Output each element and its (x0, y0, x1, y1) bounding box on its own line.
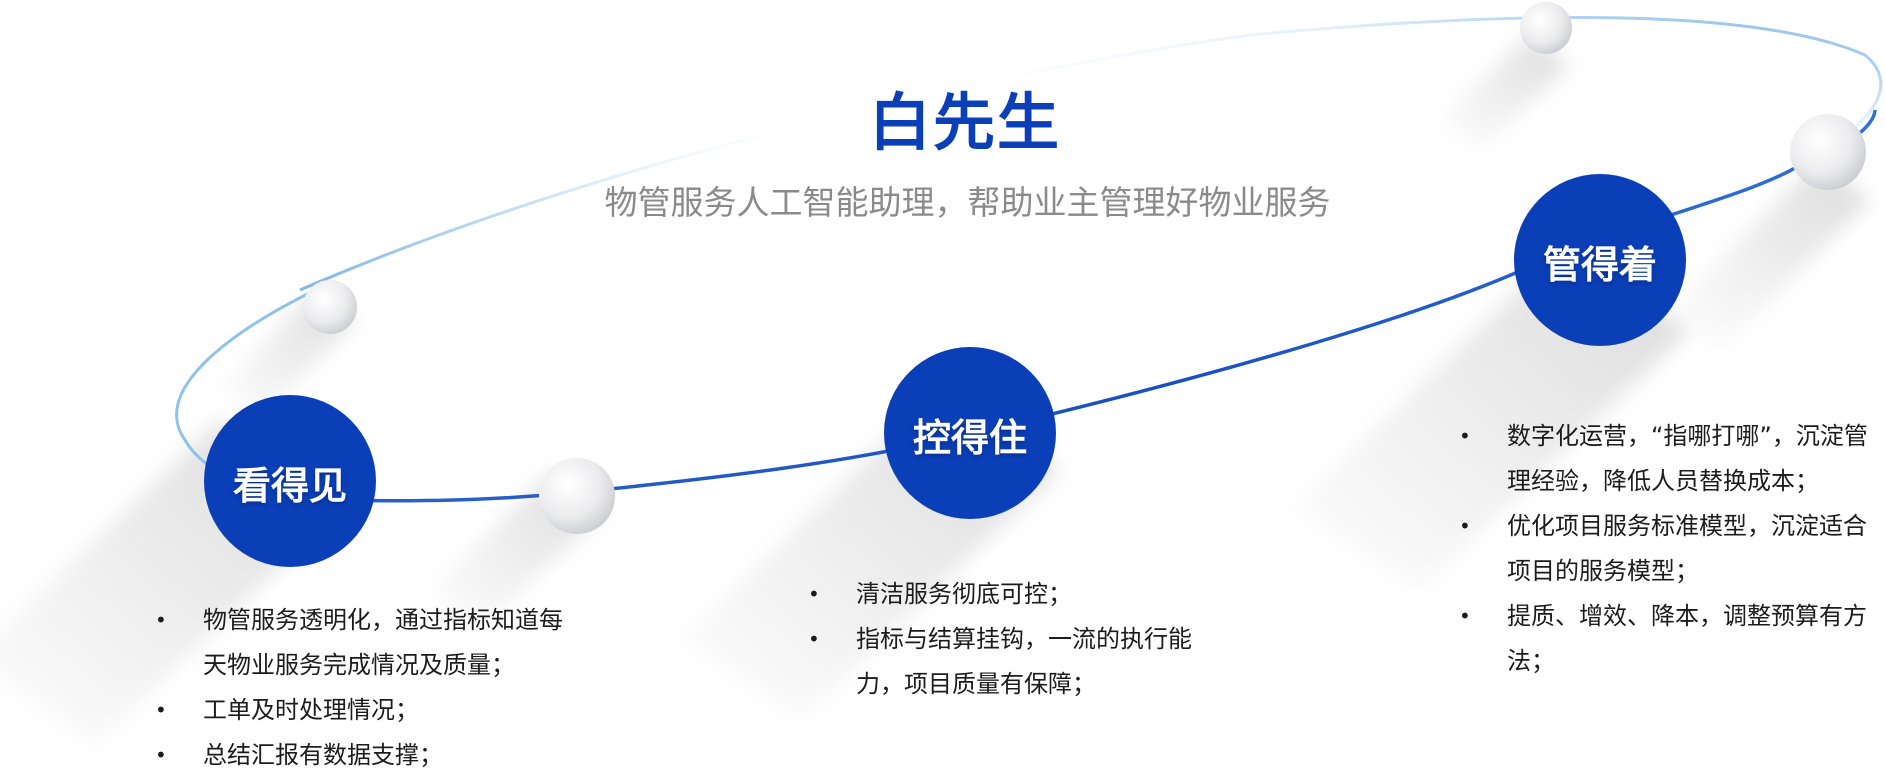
bullet-list-see: 物管服务透明化，通过指标知道每天物业服务完成情况及质量； 工单及时处理情况； 总… (155, 598, 575, 778)
node-label-manage: 管得着 (1542, 243, 1657, 287)
list-item: 数字化运营，“指哪打哪”，沉淀管理经验，降低人员替换成本； (1459, 414, 1874, 504)
node-circle-manage (1514, 174, 1686, 346)
node-label-control: 控得住 (912, 416, 1027, 460)
list-item: 提质、增效、降本，调整预算有方法； (1459, 594, 1874, 684)
list-item: 工单及时处理情况； (155, 688, 575, 733)
list-item: 清洁服务彻底可控； (808, 572, 1228, 617)
orbit-sphere-icon (303, 280, 357, 334)
bullet-list-manage: 数字化运营，“指哪打哪”，沉淀管理经验，降低人员替换成本； 优化项目服务标准模型… (1459, 414, 1874, 684)
page-title: 白先生 (868, 86, 1061, 159)
list-item: 物管服务透明化，通过指标知道每天物业服务完成情况及质量； (155, 598, 575, 688)
list-item: 总结汇报有数据支撑； (155, 733, 575, 778)
node-label-see: 看得见 (232, 464, 347, 508)
node-circle-see (204, 395, 376, 567)
page-subtitle: 物管服务人工智能助理，帮助业主管理好物业服务 (604, 183, 1331, 222)
list-item: 优化项目服务标准模型，沉淀适合项目的服务模型； (1459, 504, 1874, 594)
orbit-sphere-icon (1790, 114, 1866, 190)
bullet-list-control: 清洁服务彻底可控； 指标与结算挂钩，一流的执行能力，项目质量有保障； (808, 572, 1228, 707)
list-item: 指标与结算挂钩，一流的执行能力，项目质量有保障； (808, 617, 1228, 707)
orbit-sphere-icon (1520, 2, 1572, 54)
orbit-upper-arc (299, 15, 1883, 292)
orbit-sphere-icon (539, 458, 615, 534)
node-circle-control (884, 347, 1056, 519)
